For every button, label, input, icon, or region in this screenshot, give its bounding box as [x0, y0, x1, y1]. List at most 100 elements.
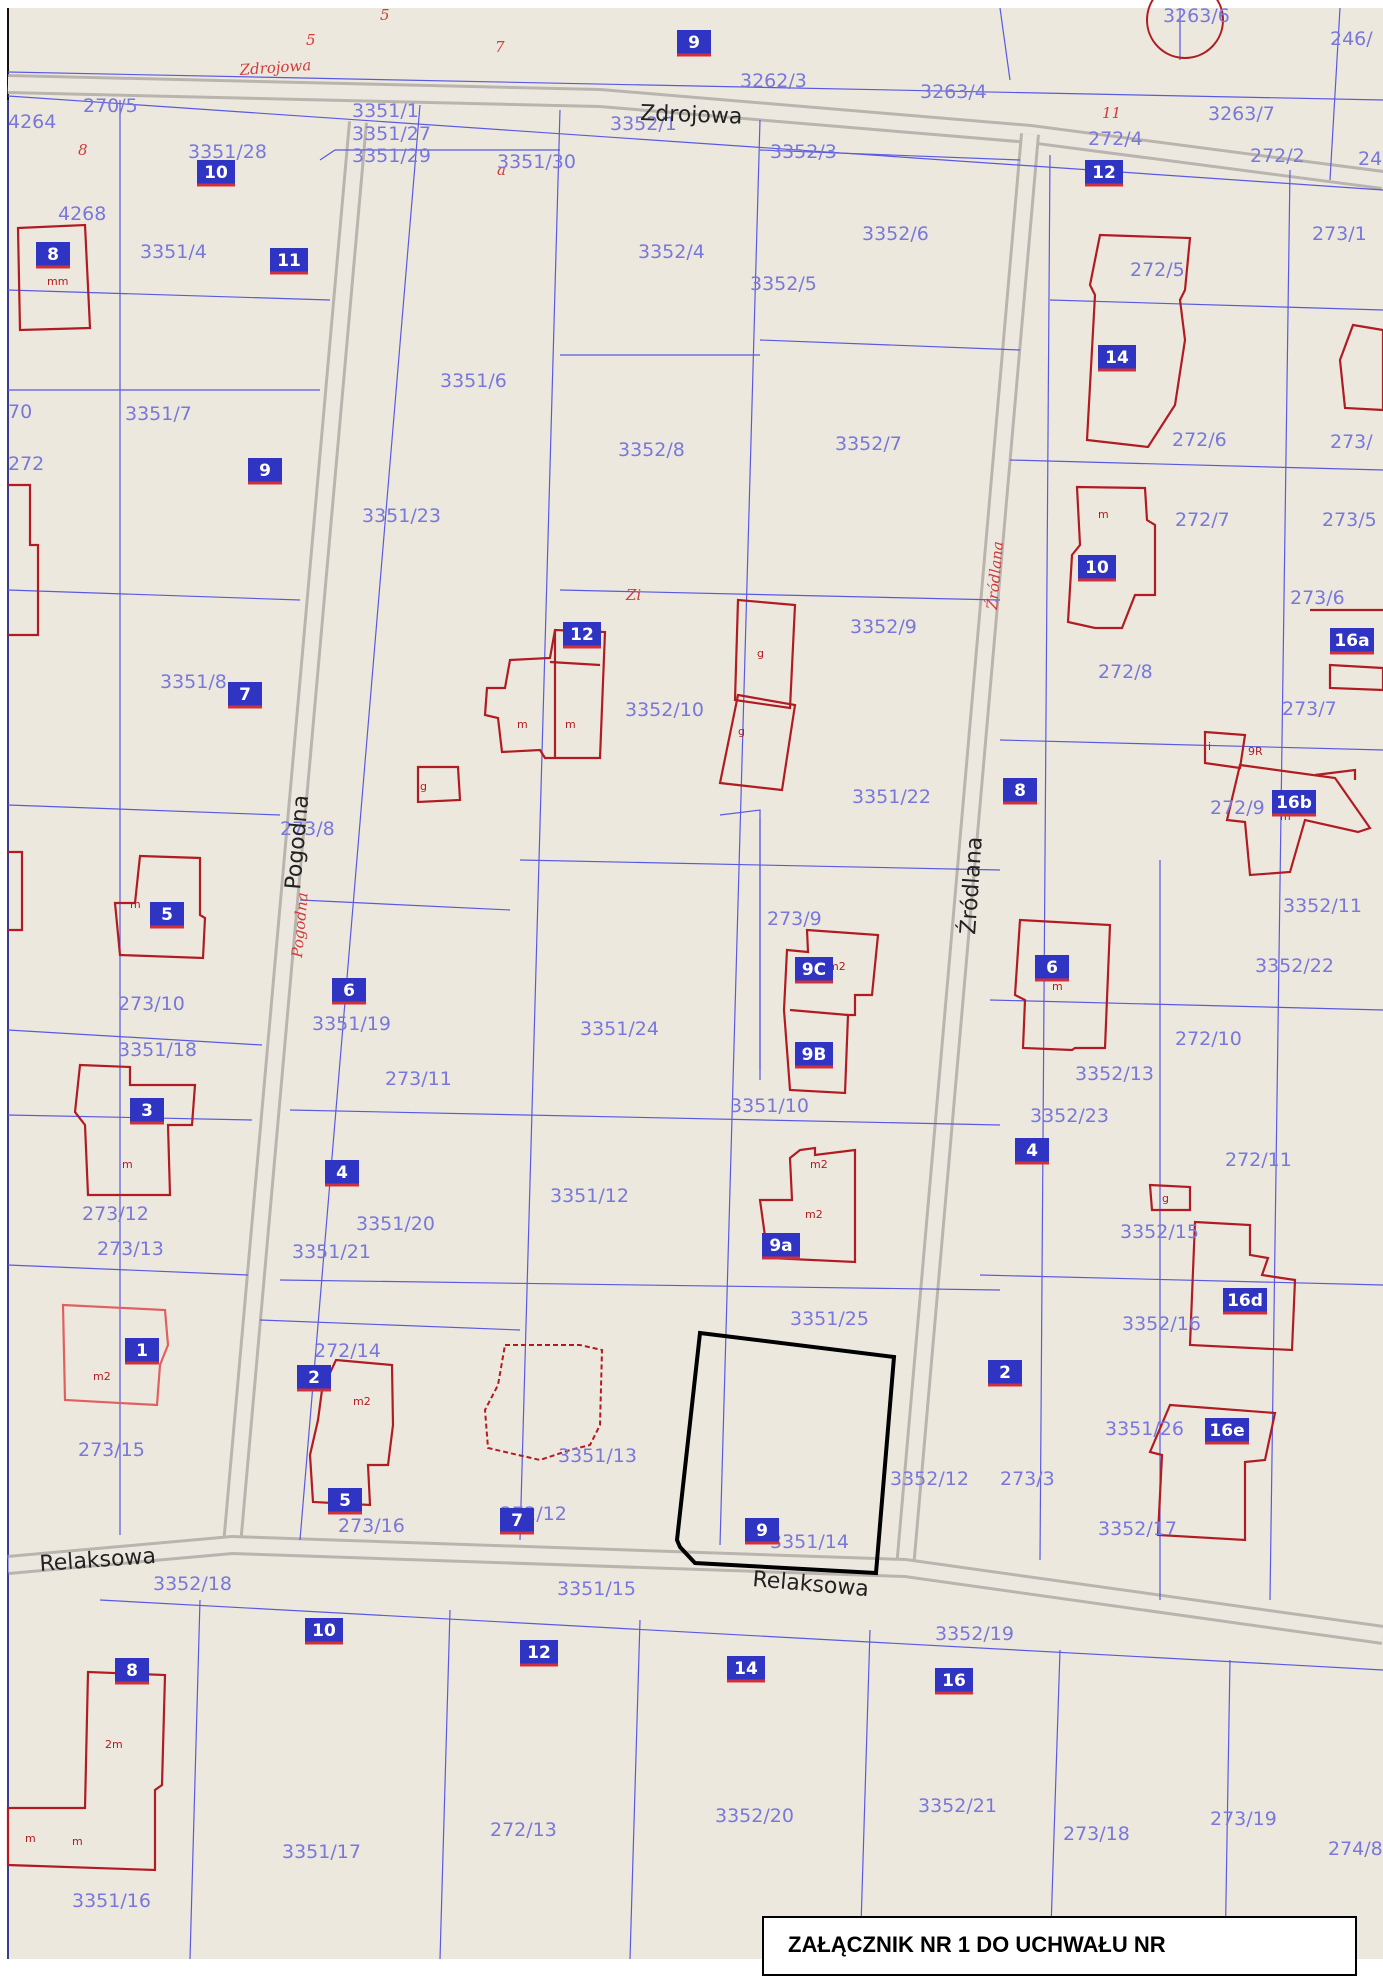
house-number-text: 14	[734, 1659, 758, 1679]
building-mark: m2	[805, 1208, 823, 1221]
parcel-label: 3352/1	[610, 113, 677, 135]
building	[718, 693, 797, 792]
house-number-text: 8	[1014, 781, 1026, 801]
house-number-box	[228, 682, 262, 706]
annex-box: ZAŁĄCZNIK NR 1 DO UCHWAŁU NR	[762, 1916, 1357, 1976]
building-mark: m	[1098, 508, 1109, 521]
parcel-label: 3351/16	[72, 1890, 151, 1912]
parcel-label: 3352/7	[835, 433, 902, 455]
house-number-text: 16b	[1276, 793, 1312, 813]
house-number-4: 4	[1015, 1138, 1049, 1165]
house-number-text: 9	[688, 33, 700, 53]
parcel-label: 272/10	[1175, 1028, 1242, 1050]
house-number-text: 1	[136, 1341, 148, 1361]
parcel-label: 24	[1358, 148, 1382, 170]
house-number-text: 10	[312, 1621, 336, 1641]
house-number-box	[325, 1160, 359, 1184]
parcel-label: 272	[8, 453, 44, 475]
house-number-text: 12	[527, 1643, 551, 1663]
house-number-box	[125, 1338, 159, 1362]
building	[1066, 485, 1157, 630]
parcel-label: 3351/23	[362, 505, 441, 527]
parcel-label: 3352/22	[1255, 955, 1334, 977]
building	[1188, 1220, 1297, 1352]
house-number-9: 9	[677, 30, 711, 57]
house-number-box	[1205, 1418, 1249, 1442]
parcel-label: 4264	[8, 111, 56, 133]
house-number-box	[500, 1508, 534, 1532]
building-mark: g	[757, 647, 764, 660]
building	[308, 1358, 395, 1507]
parcel-label: 3351/21	[292, 1241, 371, 1263]
house-number-6: 6	[332, 978, 366, 1005]
building	[483, 1344, 604, 1462]
parcel-label: 3352/21	[918, 1795, 997, 1817]
house-number-14: 14	[727, 1656, 765, 1683]
building	[16, 223, 92, 332]
building	[1148, 1183, 1192, 1212]
parcel-label: 3351/7	[125, 403, 192, 425]
house-number-16e: 16e	[1205, 1418, 1249, 1445]
parcel-label: 272/4	[1088, 128, 1143, 150]
house-number-text: 12	[570, 625, 594, 645]
building-mark: m	[130, 898, 141, 911]
parcel-label: 3351/22	[852, 786, 931, 808]
parcel-label: 3351/13	[558, 1445, 637, 1467]
house-number-box	[795, 1042, 833, 1066]
house-number-16b: 16b	[1272, 790, 1316, 817]
parcel-label: 273/12	[82, 1203, 149, 1225]
street-mark-zrodlana: Źródlana	[983, 540, 1007, 611]
annex-title: ZAŁĄCZNIK NR 1 DO UCHWAŁU NR	[788, 1932, 1166, 1957]
parcel-label: 3351/6	[440, 370, 507, 392]
parcel-label: 3351/15	[557, 1578, 636, 1600]
parcel-label: 272/13	[490, 1819, 557, 1841]
house-number-box	[130, 1098, 164, 1122]
parcel-label: 273/16	[338, 1515, 405, 1537]
parcel-label: 272/9	[1210, 797, 1265, 819]
house-number-1: 1	[125, 1338, 159, 1365]
building-mark: g	[1162, 1192, 1169, 1205]
house-number-7: 7	[500, 1508, 534, 1535]
building-mark: 9R	[1248, 745, 1263, 758]
parcel-label: 272/8	[1098, 661, 1153, 683]
house-number-text: 9	[756, 1521, 768, 1541]
parcel-label: 3351/8	[160, 671, 227, 693]
house-number-5: 5	[328, 1488, 362, 1515]
house-number-box	[150, 902, 184, 926]
subject-plot-outline[interactable]	[674, 1330, 897, 1576]
house-number-text: 16d	[1227, 1291, 1263, 1311]
parcel-label: 3351/30	[497, 151, 576, 173]
parcel-label: 3351/29	[352, 145, 431, 167]
parcel-label: 3351/14	[770, 1531, 849, 1553]
parcel-label: 3351/20	[356, 1213, 435, 1235]
building	[6, 1670, 167, 1872]
parcel-label: 272/14	[314, 1340, 381, 1362]
house-number-14: 14	[1098, 345, 1136, 372]
parcel-label: 5	[380, 6, 390, 24]
house-number-box	[305, 1618, 343, 1642]
house-number-11: 11	[270, 248, 308, 275]
house-number-box	[762, 1233, 800, 1257]
house-number-text: 9a	[769, 1236, 792, 1256]
house-number-16: 16	[935, 1668, 973, 1695]
parcel-label: 3352/18	[153, 1573, 232, 1595]
parcel-label: 70	[8, 401, 32, 423]
house-number-5: 5	[150, 902, 184, 929]
building	[73, 1063, 197, 1197]
parcel-label: 273/19	[1210, 1808, 1277, 1830]
street-mark-zdrojowa: Zdrojowa	[238, 56, 312, 79]
house-number-box	[1098, 345, 1136, 369]
parcel-label: 273/13	[97, 1238, 164, 1260]
parcel-label: 270/5	[83, 95, 138, 117]
parcel-label: 273/	[1330, 431, 1373, 453]
building-mark: i	[1208, 740, 1211, 753]
building	[758, 1146, 857, 1264]
parcel-label: 272/5	[1130, 259, 1185, 281]
building	[61, 1303, 170, 1407]
parcel-label: 3351/25	[790, 1308, 869, 1330]
parcel-label: 3262/3	[740, 70, 807, 92]
parcel-label: 3352/23	[1030, 1105, 1109, 1127]
parcel-label: 3352/15	[1120, 1221, 1199, 1243]
